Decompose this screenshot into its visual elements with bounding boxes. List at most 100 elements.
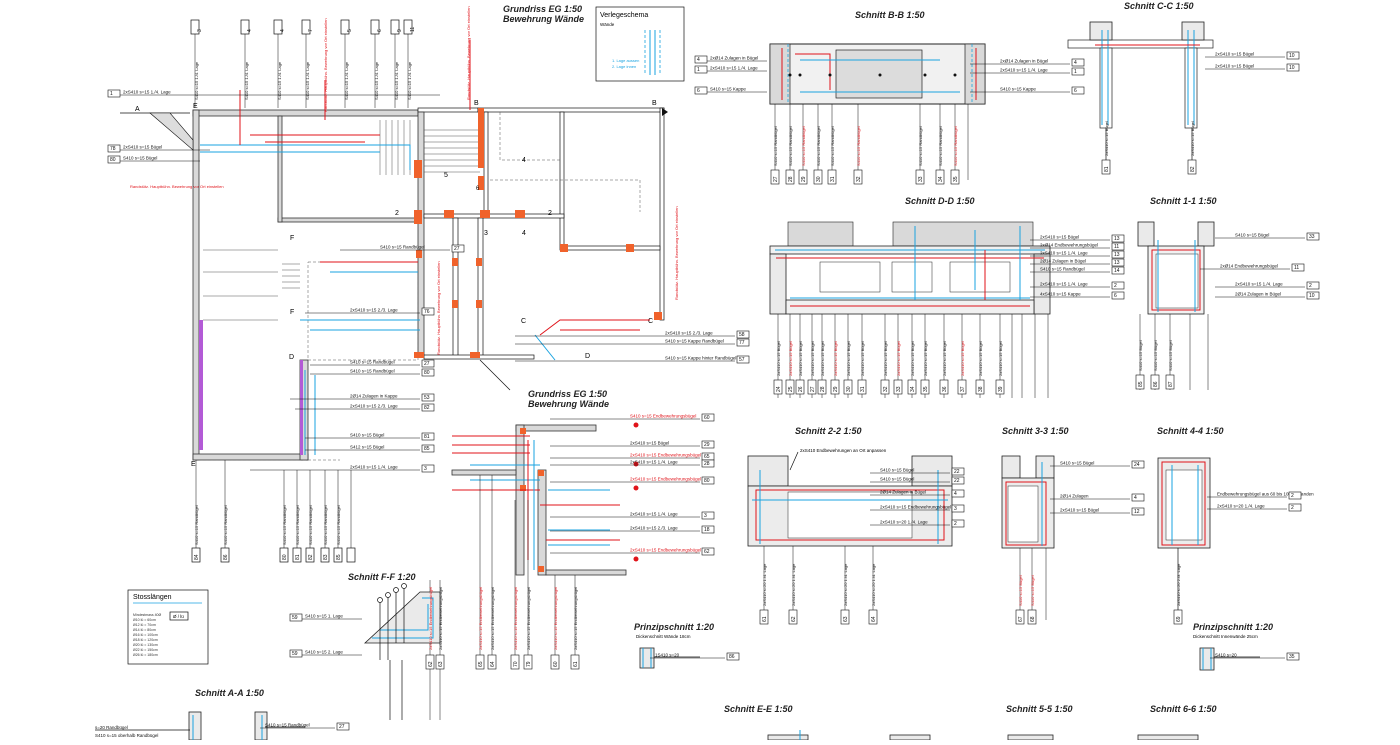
detail-label-0-text: S410 s=15 Endbewehrungsbügel bbox=[630, 414, 696, 419]
detail-bottom-num-6: 62 bbox=[428, 661, 434, 667]
dd-bottom-text-10: 2xS410 s=15 Bügel bbox=[910, 341, 915, 376]
red-note-1: Randstütz. Hauptbühn. Bewehrung vor Ort … bbox=[466, 6, 471, 100]
bb-bottom-num-7: 34 bbox=[938, 176, 944, 182]
dd-bottom-num-0: 24 bbox=[776, 386, 782, 392]
s33-label-1-text: 2Ø14 Zulagen bbox=[1060, 494, 1089, 499]
verlege-sub: Wände bbox=[600, 22, 615, 27]
inner-wall-mid bbox=[483, 111, 489, 213]
marker-2b: 2 bbox=[548, 210, 552, 217]
purple-strip-2 bbox=[300, 360, 303, 455]
stoss-row-0: Mindestmass 40Ø bbox=[133, 613, 161, 617]
section-dd-title: Schnitt D-D 1:50 bbox=[905, 196, 975, 206]
north-wall-thin bbox=[417, 107, 479, 113]
p2-tag-text: S410 s=20 bbox=[1215, 653, 1237, 658]
plan-label-13-num: 77 bbox=[739, 340, 745, 346]
plan-top-num-4: 5 bbox=[347, 29, 353, 32]
s44-label-0-text: Endbewehrungsbügel aus 60 bis 100 vorhan… bbox=[1217, 492, 1314, 497]
marker-5: 5 bbox=[444, 172, 448, 179]
section-marker-b: B B bbox=[474, 100, 668, 116]
plan-subtitle-b: Bewehrung Wände bbox=[528, 399, 609, 409]
plan-bottom-text-0: S410 s=15 Randbügel bbox=[194, 505, 199, 545]
dd-bottom-num-11: 35 bbox=[923, 386, 929, 392]
dd-bottom-text-9: 2xS410 s=15 Bügel bbox=[896, 341, 901, 376]
marker-b-left: B bbox=[474, 100, 479, 107]
corridor-wall bbox=[423, 213, 565, 219]
stoss-head: Ø / lü bbox=[173, 614, 184, 619]
plan-top-num-2: 4 bbox=[280, 29, 286, 32]
aa-label-0-num: 27 bbox=[339, 724, 345, 730]
section-22: Schnitt 2-2 1:50 2xS410 Endbewehrungen a… bbox=[747, 426, 953, 620]
dd-label-5-num: 2 bbox=[1114, 283, 1117, 289]
detail-label-2-text: 2xS410 s=15 Endbewehrungsbügel bbox=[630, 453, 701, 458]
bb-label-r-0-text: 2xØ14 Zulagen in Bügel bbox=[1000, 59, 1048, 64]
marker-4b: 4 bbox=[522, 230, 526, 237]
cc-label-0-num: 10 bbox=[1289, 53, 1295, 59]
plan-label-2-text: S410 s=15 Bügel bbox=[123, 156, 157, 161]
s11-bottom-text-2: S410 s=15 Bügel bbox=[1168, 340, 1173, 371]
dd-bottom-text-5: 2xS410 s=15 Bügel bbox=[833, 341, 838, 376]
inner-wall-right bbox=[559, 111, 565, 251]
ff-label-1-num: 59 bbox=[292, 651, 298, 657]
marker-f: F bbox=[290, 235, 294, 242]
plan-rebar bbox=[200, 40, 650, 455]
south-wall bbox=[192, 453, 309, 461]
detail-label-6-text: 2xS410 s=15 2./3. Lage bbox=[630, 526, 678, 531]
s33-label-2-text: 2xS410 s=15 Bügel bbox=[1060, 508, 1099, 513]
s22-note: 2xS410 Endbewehrungen an Ort anpassen bbox=[800, 448, 887, 453]
section-55-title: Schnitt 5-5 1:50 bbox=[1006, 704, 1073, 714]
purple-strip bbox=[199, 320, 203, 450]
marker-2: 2 bbox=[395, 210, 399, 217]
s11-label-0-num: 33 bbox=[1309, 234, 1315, 240]
plan-bottom-num-4: 82 bbox=[308, 554, 314, 560]
detail-label-0-num: 60 bbox=[704, 415, 710, 421]
dd-bottom-num-8: 32 bbox=[883, 386, 889, 392]
bb-bottom-num-5: 32 bbox=[856, 176, 862, 182]
plan-label-8-text: 2xS410 s=15 2./3. Lage bbox=[350, 404, 398, 409]
bb-bottom-text-6: S410 s=15 Randbügel bbox=[918, 126, 923, 166]
bb-label-2-text: S410 s=15 Kappe bbox=[710, 87, 746, 92]
dd-bottom-num-13: 37 bbox=[960, 386, 966, 392]
plan-subtitle: Bewehrung Wände bbox=[503, 14, 584, 24]
detail-bottom-text-3: 2xS410 s=15 Endbewehrungsbügel bbox=[526, 587, 531, 650]
detail-bottom-text-2: 2xS410 s=15 Endbewehrungsbügel bbox=[513, 587, 518, 650]
dd-label-0-text: 2xS410 s=15 Bügel bbox=[1040, 235, 1079, 240]
aa-label-0-text: S410 s=15 Randbügel bbox=[265, 723, 310, 728]
plan-label-6-text: S410 s=15 Randbügel bbox=[350, 369, 395, 374]
s44-label-0-num: 2 bbox=[1291, 493, 1294, 499]
s11-label-2-num: 2 bbox=[1309, 283, 1312, 289]
plan-top-text-6: S410 s=15 1./4. Lage bbox=[394, 61, 399, 100]
verlege-title: Verlegeschema bbox=[600, 12, 648, 19]
bb-label-0-text: 2xØ14 Zulagen in Bügel bbox=[710, 56, 758, 61]
p1-sub: Dickenschnitt Wände 18cm bbox=[636, 634, 691, 639]
s22-label-1-num: 22 bbox=[954, 478, 960, 484]
detail-label-4-num: 80 bbox=[704, 478, 710, 484]
plan-label-6-num: 80 bbox=[424, 370, 430, 376]
stair-steps bbox=[203, 120, 480, 321]
corridor-wall-v bbox=[452, 217, 459, 359]
bb-bottom-num-4: 31 bbox=[830, 176, 836, 182]
s22-label-0-num: 22 bbox=[954, 469, 960, 475]
dd-bottom-text-0: 2xS410 s=15 Bügel bbox=[776, 341, 781, 376]
bb-label-1-num: 1 bbox=[697, 67, 700, 73]
p2-sub: Dickenschnitt Innenwände 25cm bbox=[1193, 634, 1258, 639]
plan-bottom-num-6: 85 bbox=[336, 554, 342, 560]
ff-label-0-text: S410 s=15 1. Lage bbox=[305, 614, 343, 619]
plan-top-tags bbox=[190, 19, 413, 35]
plan-label-3-num: 27 bbox=[454, 246, 460, 252]
dd-bottom-text-15: 2xS410 s=15 Bügel bbox=[998, 341, 1003, 376]
